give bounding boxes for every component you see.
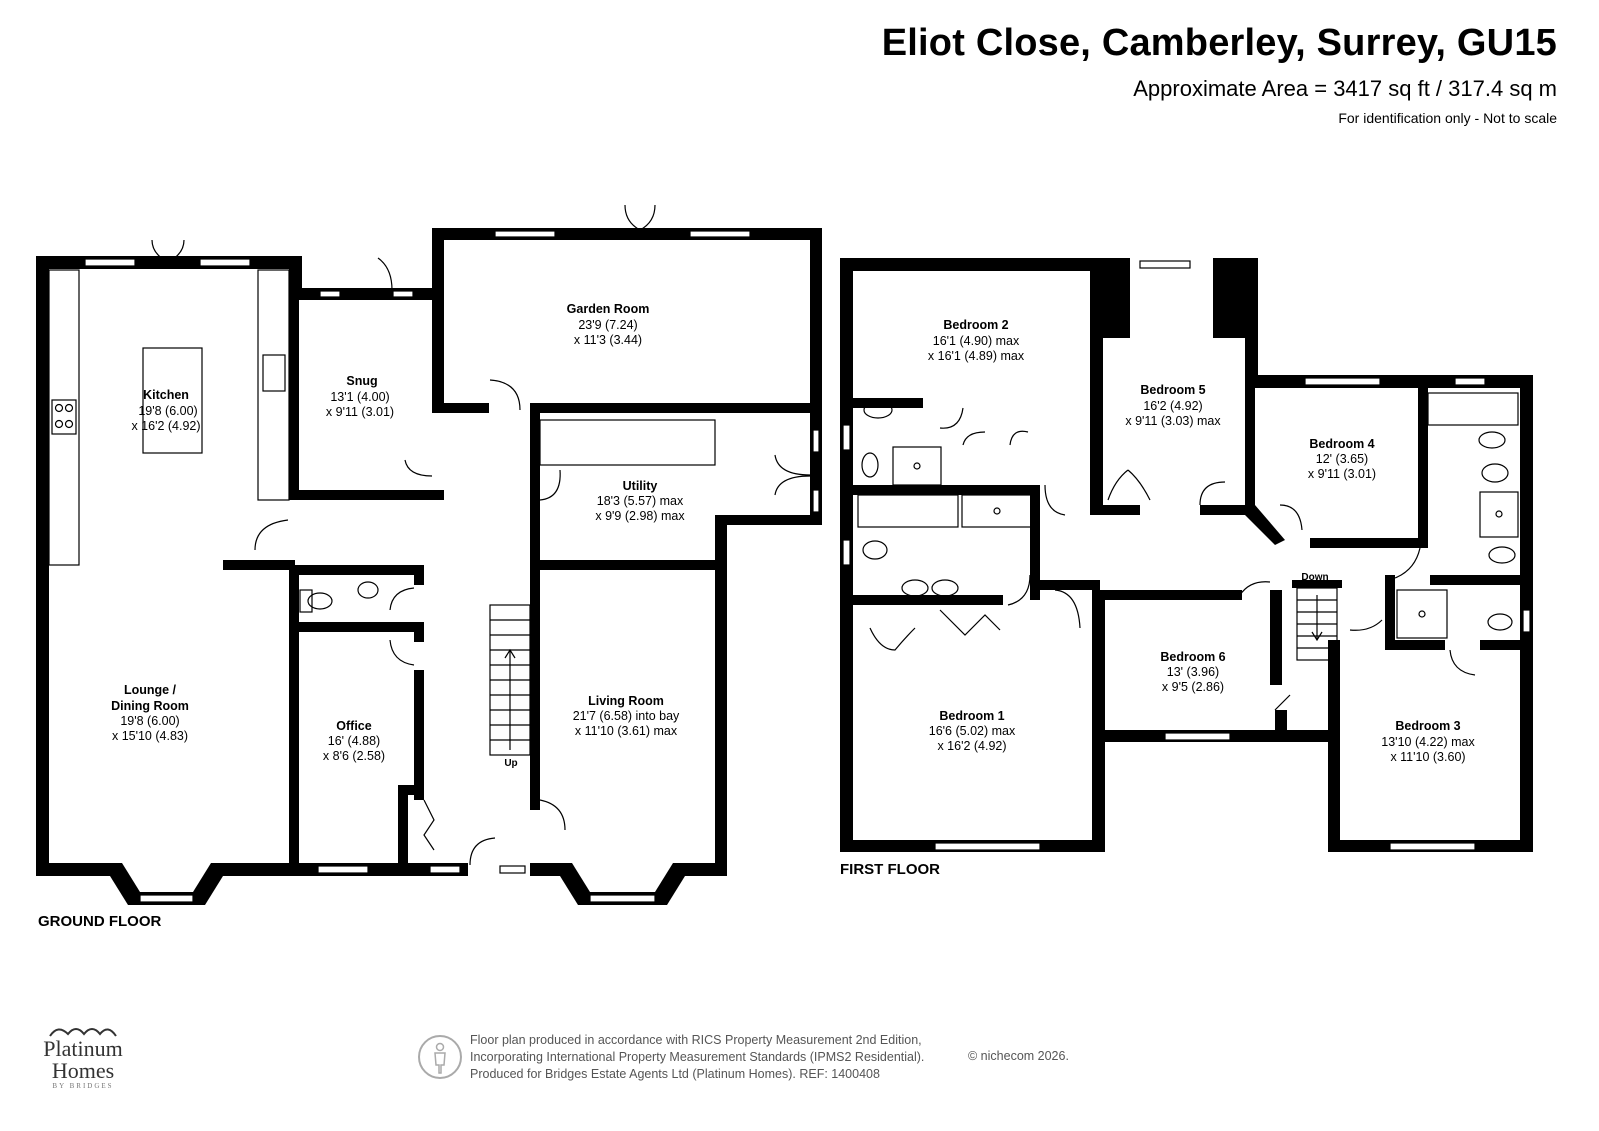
kitchen-name: Kitchen (143, 388, 189, 402)
bedroom2-dim2: x 16'1 (4.89) max (928, 349, 1025, 363)
utility-dim2: x 9'9 (2.98) max (595, 509, 685, 523)
room-bedroom4-label: Bedroom 4 12' (3.65) x 9'11 (3.01) (1308, 437, 1376, 481)
kitchen-dim2: x 16'2 (4.92) (131, 419, 200, 433)
lounge-dim1: 19'8 (6.00) (120, 714, 179, 728)
first-floor-label: FIRST FLOOR (840, 861, 940, 878)
lounge-name-1: Lounge / (124, 683, 177, 697)
garden-room-dim1: 23'9 (7.24) (578, 318, 637, 332)
room-garden-room-label: Garden Room 23'9 (7.24) x 11'3 (3.44) (567, 302, 650, 347)
snug-name: Snug (346, 374, 377, 388)
snug-dim2: x 9'11 (3.01) (326, 405, 394, 419)
bedroom2-dim1: 16'1 (4.90) max (933, 334, 1020, 348)
living-room-name: Living Room (588, 694, 664, 708)
room-bedroom1-label: Bedroom 1 16'6 (5.02) max x 16'2 (4.92) (929, 709, 1016, 753)
living-room-dim2: x 11'10 (3.61) max (575, 724, 678, 738)
copyright-text: © nichecom 2026. (968, 1049, 1069, 1063)
identification-note: For identification only - Not to scale (1338, 110, 1557, 126)
bedroom6-dim1: 13' (3.96) (1167, 665, 1219, 679)
bedroom5-dim1: 16'2 (4.92) (1143, 399, 1202, 413)
kitchen-dim1: 19'8 (6.00) (138, 404, 197, 418)
room-snug-label: Snug 13'1 (4.00) x 9'11 (3.01) (326, 374, 394, 419)
bedroom5-name: Bedroom 5 (1140, 383, 1205, 397)
ground-floor-label: GROUND FLOOR (38, 913, 161, 930)
bedroom4-name: Bedroom 4 (1309, 437, 1374, 451)
lounge-name-2: Dining Room (111, 699, 189, 713)
bedroom1-dim2: x 16'2 (4.92) (937, 739, 1006, 753)
room-bedroom3-label: Bedroom 3 13'10 (4.22) max x 11'10 (3.60… (1381, 719, 1475, 764)
room-living-room-label: Living Room 21'7 (6.58) into bay x 11'10… (573, 694, 680, 738)
bedroom4-dim2: x 9'11 (3.01) (1308, 467, 1376, 481)
room-bedroom6-label: Bedroom 6 13' (3.96) x 9'5 (2.86) (1160, 650, 1225, 694)
first-floor-fixtures (857, 392, 1519, 711)
person-glyph-icon (434, 1042, 446, 1074)
logo-line1: Platinum (43, 1036, 123, 1061)
footer-line2: Incorporating International Property Mea… (470, 1050, 925, 1064)
ground-floor-walls (36, 228, 822, 905)
room-bedroom2-label: Bedroom 2 16'1 (4.90) max x 16'1 (4.89) … (928, 318, 1025, 363)
garden-room-name: Garden Room (567, 302, 650, 316)
office-dim2: x 8'6 (2.58) (323, 749, 385, 763)
room-kitchen-label: Kitchen 19'8 (6.00) x 16'2 (4.92) (131, 388, 200, 433)
footer-line3: Produced for Bridges Estate Agents Ltd (… (470, 1067, 880, 1081)
bedroom4-dim1: 12' (3.65) (1316, 452, 1368, 466)
utility-dim1: 18'3 (5.57) max (597, 494, 684, 508)
bedroom3-dim2: x 11'10 (3.60) (1390, 750, 1465, 764)
logo-line2: Homes (51, 1058, 115, 1083)
logo-line3: BY BRIDGES (52, 1082, 114, 1090)
bedroom6-dim2: x 9'5 (2.86) (1162, 680, 1224, 694)
ground-floor-windows (84, 230, 820, 903)
stairs-up-label: Up (504, 758, 517, 769)
ground-floor-fixtures (48, 204, 811, 866)
platinum-homes-logo: Platinum Homes BY BRIDGES (28, 1020, 138, 1090)
footer-text: Floor plan produced in accordance with R… (470, 1032, 924, 1083)
room-office-label: Office 16' (4.88) x 8'6 (2.58) (323, 719, 385, 763)
bedroom1-name: Bedroom 1 (939, 709, 1004, 723)
bedroom3-dim1: 13'10 (4.22) max (1381, 735, 1475, 749)
bedroom6-name: Bedroom 6 (1160, 650, 1225, 664)
approximate-area: Approximate Area = 3417 sq ft / 317.4 sq… (1133, 76, 1557, 101)
bedroom1-dim1: 16'6 (5.02) max (929, 724, 1016, 738)
bedroom5-dim2: x 9'11 (3.03) max (1125, 414, 1221, 428)
logo-wave-icon (49, 1028, 117, 1037)
utility-name: Utility (623, 479, 658, 493)
garden-room-dim2: x 11'3 (3.44) (574, 333, 642, 347)
office-name: Office (336, 719, 371, 733)
room-lounge-label: Lounge / Dining Room 19'8 (6.00) x 15'10… (111, 683, 189, 743)
stairs-down-label: Down (1301, 572, 1328, 583)
bedroom3-name: Bedroom 3 (1395, 719, 1460, 733)
bedroom2-name: Bedroom 2 (943, 318, 1008, 332)
footer-line1: Floor plan produced in accordance with R… (470, 1033, 922, 1047)
first-floor-windows (842, 260, 1531, 851)
property-title: Eliot Close, Camberley, Surrey, GU15 (881, 22, 1557, 64)
snug-dim1: 13'1 (4.00) (330, 390, 389, 404)
living-room-dim1: 21'7 (6.58) into bay (573, 709, 680, 723)
office-dim1: 16' (4.88) (328, 734, 380, 748)
lounge-dim2: x 15'10 (4.83) (112, 729, 188, 743)
room-bedroom5-label: Bedroom 5 16'2 (4.92) x 9'11 (3.03) max (1125, 383, 1221, 428)
person-icon (418, 1035, 462, 1079)
room-utility-label: Utility 18'3 (5.57) max x 9'9 (2.98) max (595, 479, 685, 523)
